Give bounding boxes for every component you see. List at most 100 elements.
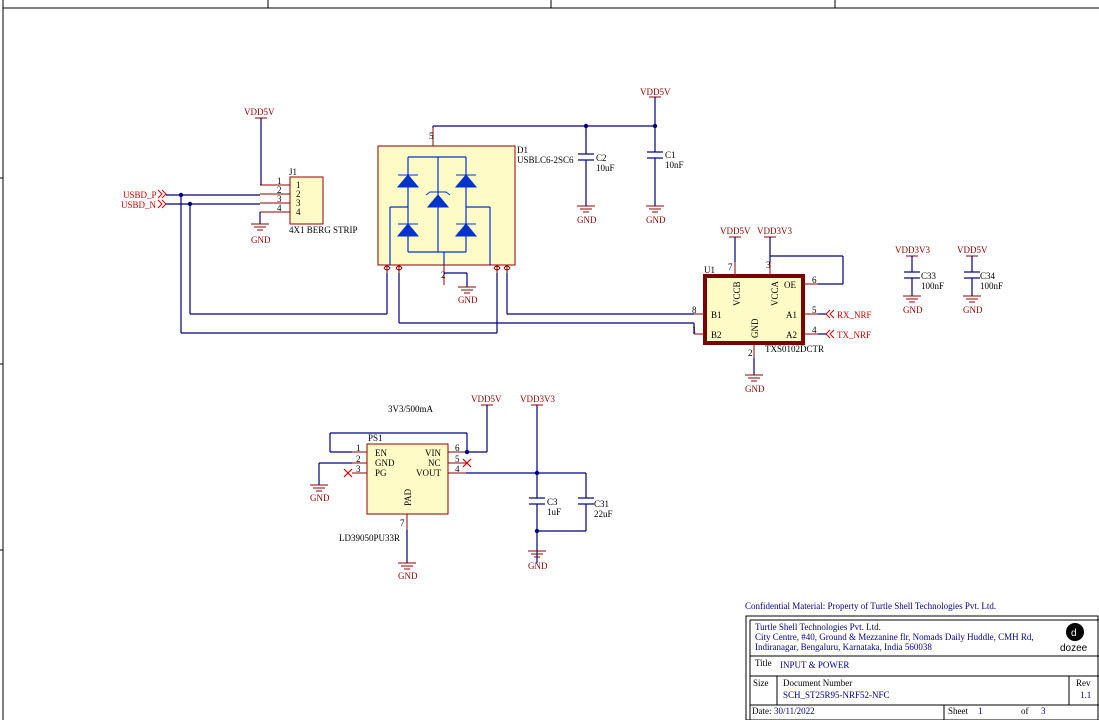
vdd5v-rail-top: VDD5V [432, 87, 671, 129]
confidential-notice: Confidential Material: Property of Turtl… [745, 601, 996, 611]
company-address-1: City Centre, #40, Ground & Mezzanine flr… [755, 632, 1034, 642]
title-block: Confidential Material: Property of Turtl… [745, 601, 1099, 720]
rev-label: Rev [1076, 678, 1091, 688]
u1-vcca: VCCA [770, 280, 780, 306]
c1-gnd-label: GND [646, 215, 666, 225]
u1-vdd5v-label: VDD5V [720, 226, 751, 236]
ps1-ref: PS1 [368, 433, 383, 443]
j1-pin-3: 3 [277, 194, 282, 204]
j1-pin-3-inner: 3 [296, 198, 301, 208]
u1-gnd-pin: GND [750, 318, 760, 338]
c33-capacitor: VDD3V3 C33 100nF GND [895, 245, 944, 315]
c34-value: 100nF [980, 281, 1003, 291]
net-usbd-p: USBD_P [123, 190, 157, 200]
c31-value: 22uF [594, 509, 613, 519]
j1-pin-4-inner: 4 [296, 207, 301, 217]
u1-pin-7: 7 [728, 262, 733, 272]
c33-vdd3v3-label: VDD3V3 [895, 245, 930, 255]
u1-ref: U1 [704, 265, 715, 275]
u1-oe: OE [784, 280, 796, 290]
j1-pin-1-inner: 1 [296, 180, 301, 190]
c3-gnd-label: GND [528, 561, 548, 571]
j1-value: 4X1 BERG STRIP [289, 225, 358, 235]
u1-wiring: VDD5V VDD3V3 GND RX_NRF TX_NRF [720, 226, 872, 394]
ps1-en: EN [375, 448, 387, 458]
ps1-nc: NC [428, 458, 441, 468]
c3-ref: C3 [547, 497, 558, 507]
c2-ref: C2 [596, 153, 607, 163]
docnum-label: Document Number [783, 678, 852, 688]
d1-value: USBLC6-2SC6 [517, 155, 574, 165]
c33-gnd-label: GND [903, 305, 923, 315]
j1-pin-2-inner: 2 [296, 189, 301, 199]
c1-value: 10nF [665, 160, 684, 170]
d1-gnd-label: GND [458, 295, 478, 305]
net-tx-nrf: TX_NRF [837, 330, 871, 340]
ps1-vin: VIN [425, 448, 441, 458]
c31-capacitor: C31 22uF [534, 473, 613, 534]
ps1-pin-4: 4 [455, 464, 460, 474]
u1-a1: A1 [786, 310, 797, 320]
u1-vccb: VCCB [732, 281, 742, 306]
net-usbd-n: USBD_N [121, 200, 157, 210]
document-number: SCH_ST25R95-NRF52-NFC [783, 690, 890, 700]
c1-ref: C1 [665, 150, 676, 160]
c3-value: 1uF [547, 507, 561, 517]
u1-pin-5: 5 [812, 305, 817, 315]
c34-gnd-label: GND [963, 305, 983, 315]
usb-net-labels: USBD_P USBD_N [121, 189, 167, 210]
u1-pin-2: 2 [748, 348, 753, 358]
u1-gnd-label: GND [745, 384, 765, 394]
u1-vdd3v3-label: VDD3V3 [757, 226, 792, 236]
c34-capacitor: VDD5V C34 100nF GND [957, 245, 1003, 315]
usb-wires [166, 192, 695, 334]
ps1-pin-5: 5 [455, 454, 460, 464]
sheet-label: Sheet [948, 706, 968, 716]
sheet-number: 1 [978, 706, 983, 716]
u1-b2: B2 [711, 330, 722, 340]
c2-value: 10uF [596, 163, 615, 173]
u1-pin-8: 8 [692, 305, 697, 315]
u1-value: TXS0102DCTR [765, 344, 824, 354]
c2-capacitor: C2 10uF GND [577, 126, 615, 225]
j1-gnd-symbol: GND [251, 212, 271, 245]
ps1-pad-gnd-label: GND [398, 571, 418, 581]
j1-pin-1: 1 [277, 176, 282, 186]
u1-b1: B1 [711, 310, 722, 320]
d1-esd-protection: 5 2 D1 USBLC6-2SC6 [377, 128, 574, 285]
j1-vdd5v-label: VDD5V [244, 107, 275, 117]
ps1-pin-6: 6 [455, 443, 460, 453]
date-value: 30/11/2022 [774, 706, 815, 716]
u1-a2: A2 [786, 330, 797, 340]
d1-gnd-symbol: GND [444, 272, 478, 305]
c1-capacitor: C1 10nF GND [646, 126, 684, 225]
j1-pin-2: 2 [277, 185, 282, 195]
j1-vdd5v-symbol: VDD5V [244, 107, 275, 185]
c3-capacitor: C3 1uF [529, 497, 561, 563]
j1-pin-4: 4 [277, 203, 282, 213]
c2-gnd-label: GND [577, 215, 597, 225]
d1-ref: D1 [517, 145, 528, 155]
of-label: of [1021, 706, 1029, 716]
company-address-2: Indiranagar, Bengaluru, Karnataka, India… [755, 642, 932, 652]
ps1-gnd-label: GND [310, 493, 330, 503]
ps1-wiring: VDD5V GND VDD3V3 GND [310, 394, 586, 581]
ps1-vout: VOUT [416, 468, 441, 478]
ps1-pin-2: 2 [356, 454, 361, 464]
rail-vdd5v-label: VDD5V [640, 87, 671, 97]
date-label: Date: [752, 706, 772, 716]
u1-pin-4: 4 [812, 325, 817, 335]
ps1-vdd3v3-label: VDD3V3 [520, 394, 555, 404]
sheet-title: INPUT & POWER [780, 660, 849, 670]
j1-gnd-label: GND [251, 235, 271, 245]
ps1-note: 3V3/500mA [388, 404, 434, 414]
size-label: Size [753, 678, 769, 688]
net-rx-nrf: RX_NRF [837, 310, 872, 320]
c33-value: 100nF [921, 281, 944, 291]
ps1-pad: PAD [403, 488, 413, 506]
c31-ref: C31 [594, 499, 609, 509]
ps1-vdd5v-label: VDD5V [471, 394, 502, 404]
u1-pin-6: 6 [812, 275, 817, 285]
